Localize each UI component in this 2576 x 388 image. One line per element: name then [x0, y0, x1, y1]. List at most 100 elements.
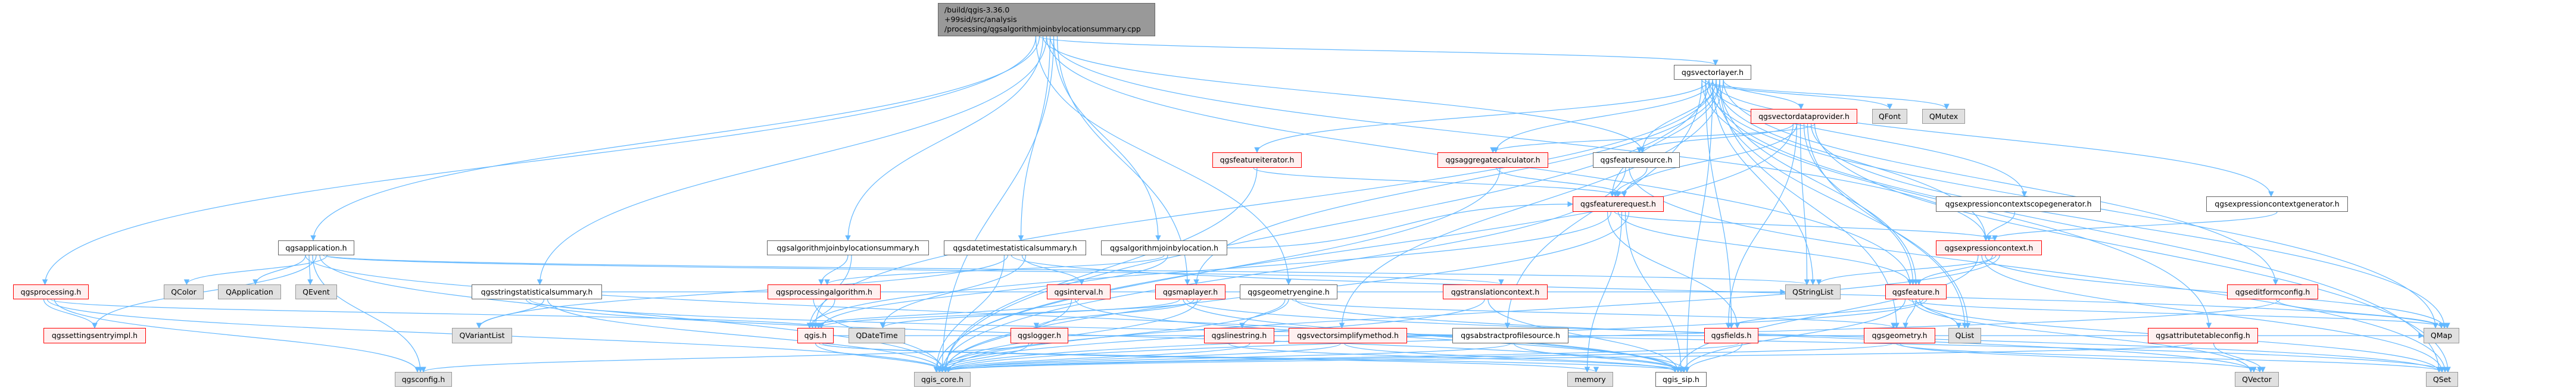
edge-qgsapplication-to-qgis_sip [305, 255, 1681, 373]
node-qgsexpressioncontextscopegenerator[interactable]: qgsexpressioncontextscopegenerator.h [1936, 196, 2101, 212]
node-label: qgsalgorithmjoinbylocationsummary.h [776, 243, 919, 252]
edge-qgsaggregatecalculator-to-qgis_core [933, 167, 1501, 373]
edge-qgsvectorlayer-to-qgsfields [1705, 79, 1735, 328]
node-label: QDateTime [856, 331, 898, 340]
edge-qgsaggregatecalculator-to-qgsfeaturerequest [1496, 167, 1627, 197]
node-qgstranslationcontext[interactable]: qgstranslationcontext.h [1443, 284, 1548, 299]
node-qgsgeometryengine[interactable]: qgsgeometryengine.h [1240, 284, 1337, 299]
edge-qgsdatetimestatisticalsummary-to-QVariantList [476, 255, 1009, 328]
node-qgsvectorlayer[interactable]: qgsvectorlayer.h [1674, 65, 1751, 80]
edge-qgsvectordataprovider-to-qgsfeaturerequest [1621, 123, 1798, 197]
edge-qgsgeometryengine-to-QVector [1295, 299, 2257, 373]
node-label: qgsfeaturerequest.h [1580, 199, 1656, 208]
edge-qgsvectorlayer-to-qgsmaplayer [1193, 79, 1720, 285]
node-label: qgsapplication.h [285, 243, 347, 252]
node-label: qgstranslationcontext.h [1451, 287, 1540, 296]
node-label: QEvent [302, 287, 330, 296]
edge-root-to-qgsalgorithmjoinbylocation [1053, 36, 1161, 241]
edge-qgsdatetimestatisticalsummary-to-QDateTime [880, 255, 1027, 328]
node-qgsalgorithmjoinbylocationsummary[interactable]: qgsalgorithmjoinbylocationsummary.h [767, 240, 929, 255]
node-qgsfields[interactable]: qgsfields.h [1704, 328, 1758, 343]
edge-qgsfeaturerequest-to-qgis_sip [1624, 211, 1684, 373]
node-label: qgsvectorsimplifymethod.h [1297, 331, 1399, 340]
node-qgsmaplayer[interactable]: qgsmaplayer.h [1155, 284, 1225, 299]
node-label: qgsgeometryengine.h [1248, 287, 1330, 296]
edge-qgsabstractprofilesource-to-qgis_sip [1513, 343, 1684, 373]
node-qgsfeaturesource[interactable]: qgsfeaturesource.h [1593, 152, 1680, 168]
edge-root-to-qgsfeaturesource [1042, 36, 1645, 153]
node-qlist: QList [1948, 328, 1981, 343]
node-label: QFont [1878, 111, 1901, 121]
edge-qgsfeature-to-qgis_sip [1681, 299, 1906, 373]
edge-qgsvectordataprovider-to-QSet [1814, 123, 2451, 373]
node-qgsattributetableconfig[interactable]: qgsattributetableconfig.h [2148, 328, 2258, 343]
node-qgis-sip[interactable]: qgis_sip.h [1655, 372, 1707, 387]
edge-qgsvectorlayer-to-QMutex [1705, 79, 1950, 109]
node-qcolor: QColor [164, 284, 204, 299]
edge-qgsgeometry-to-qgis_core [937, 343, 1893, 373]
edge-qgsvectorlayer-to-QFont [1701, 79, 1893, 109]
edge-qgsvectorlayer-to-qgsvectordataprovider [1723, 79, 1804, 109]
edge-qgsalgorithmjoinbylocation-to-qgis [818, 255, 1168, 328]
edge-qgsexpressioncontext-to-QSet [1981, 255, 2445, 373]
node-qgsalgorithmjoinbylocation[interactable]: qgsalgorithmjoinbylocation.h [1101, 240, 1227, 255]
edge-qgsprocessing-to-qgssettingsentryimpl [43, 299, 98, 328]
node-label: qgis_core.h [921, 374, 964, 384]
edge-qgsgeometry-to-QVector [1899, 343, 2263, 373]
node-label: qgsaggregatecalculator.h [1445, 155, 1540, 164]
edge-qgsprocessing-to-qgsconfig [54, 299, 420, 373]
node-label: qgsvectorlayer.h [1681, 67, 1744, 77]
node-qgslinestring[interactable]: qgslinestring.h [1204, 328, 1274, 343]
node-qgsexpressioncontextgenerator[interactable]: qgsexpressioncontextgenerator.h [2206, 196, 2348, 212]
edge-root-to-qgsalgorithmjoinbylocationsummary [845, 36, 1044, 241]
node-label: qgsfeature.h [1892, 287, 1940, 296]
node-root: /build/qgis-3.36.0 +99sid/src/analysis /… [938, 3, 1155, 36]
edge-qgsprocessingalgorithm-to-qgis [809, 299, 835, 328]
node-label: QMutex [1929, 111, 1958, 121]
node-label: QColor [171, 287, 197, 296]
node-label: qgsprocessing.h [20, 287, 82, 296]
edge-qgsvectordataprovider-to-qgsaggregatecalculator [1490, 123, 1816, 153]
node-qgsprocessing[interactable]: qgsprocessing.h [13, 284, 89, 299]
node-label: qgsattributetableconfig.h [2156, 331, 2250, 340]
edge-qgis-to-qgis_core [815, 343, 946, 373]
node-label: qgsexpressioncontextscopegenerator.h [1945, 199, 2092, 208]
node-qgsgeometry[interactable]: qgsgeometry.h [1864, 328, 1935, 343]
edge-qgsgeometry-to-QSet [1895, 343, 2445, 373]
node-qgsstringstatisticalsummary[interactable]: qgsstringstatisticalsummary.h [472, 284, 602, 299]
node-qgsexpressioncontext[interactable]: qgsexpressioncontext.h [1936, 240, 2042, 255]
node-qgsabstractprofilesource[interactable]: qgsabstractprofilesource.h [1452, 328, 1568, 343]
node-qgseditformconfig[interactable]: qgseditformconfig.h [2227, 284, 2318, 299]
node-qdatetime: QDateTime [849, 328, 905, 343]
node-label: qgsinterval.h [1054, 287, 1103, 296]
edge-qgsapplication-to-qgsconfig [312, 255, 423, 373]
node-label: qgsalgorithmjoinbylocation.h [1109, 243, 1219, 252]
node-qgsfeatureiterator[interactable]: qgsfeatureiterator.h [1212, 152, 1302, 168]
node-label: qgsprocessingalgorithm.h [776, 287, 872, 296]
node-qstringlist: QStringList [1785, 284, 1841, 299]
edge-root-to-qgsvectorlayer [1038, 36, 1719, 65]
edge-qgseditformconfig-to-QMap [2275, 299, 2444, 328]
node-qgslogger[interactable]: qgslogger.h [1011, 328, 1068, 343]
node-qgsfeaturerequest[interactable]: qgsfeaturerequest.h [1573, 196, 1664, 212]
edge-qgsmaplayer-to-QDateTime [880, 299, 1180, 328]
node-qgis[interactable]: qgis.h [797, 328, 834, 343]
edge-qgsexpressioncontextgenerator-to-qgsexpressioncontext [1986, 211, 2278, 241]
edge-root-to-qgsapplication [310, 36, 1040, 241]
node-qgsvectorsimplifymethod[interactable]: qgsvectorsimplifymethod.h [1289, 328, 1407, 343]
node-qgsvectordataprovider[interactable]: qgsvectordataprovider.h [1751, 109, 1857, 124]
edge-qgsfeaturesource-to-qgsfeaturerequest [1612, 167, 1648, 197]
node-qgsfeature[interactable]: qgsfeature.h [1885, 284, 1947, 299]
node-qgsdatetimestatisticalsummary[interactable]: qgsdatetimestatisticalsummary.h [944, 240, 1086, 255]
node-qgssettingsentryimpl[interactable]: qgssettingsentryimpl.h [43, 328, 146, 343]
node-qgsprocessingalgorithm[interactable]: qgsprocessingalgorithm.h [768, 284, 881, 299]
node-label: QVariantList [459, 331, 505, 340]
node-qgsinterval[interactable]: qgsinterval.h [1047, 284, 1111, 299]
node-label: qgsdatetimestatisticalsummary.h [953, 243, 1077, 252]
node-qgsaggregatecalculator[interactable]: qgsaggregatecalculator.h [1437, 152, 1548, 168]
node-label: QMap [2430, 331, 2453, 340]
node-label: qgsconfig.h [401, 374, 445, 384]
edge-qgsalgorithmjoinbylocationsummary-to-qgsprocessingalgorithm [818, 255, 849, 285]
node-qgsapplication[interactable]: qgsapplication.h [278, 240, 354, 255]
